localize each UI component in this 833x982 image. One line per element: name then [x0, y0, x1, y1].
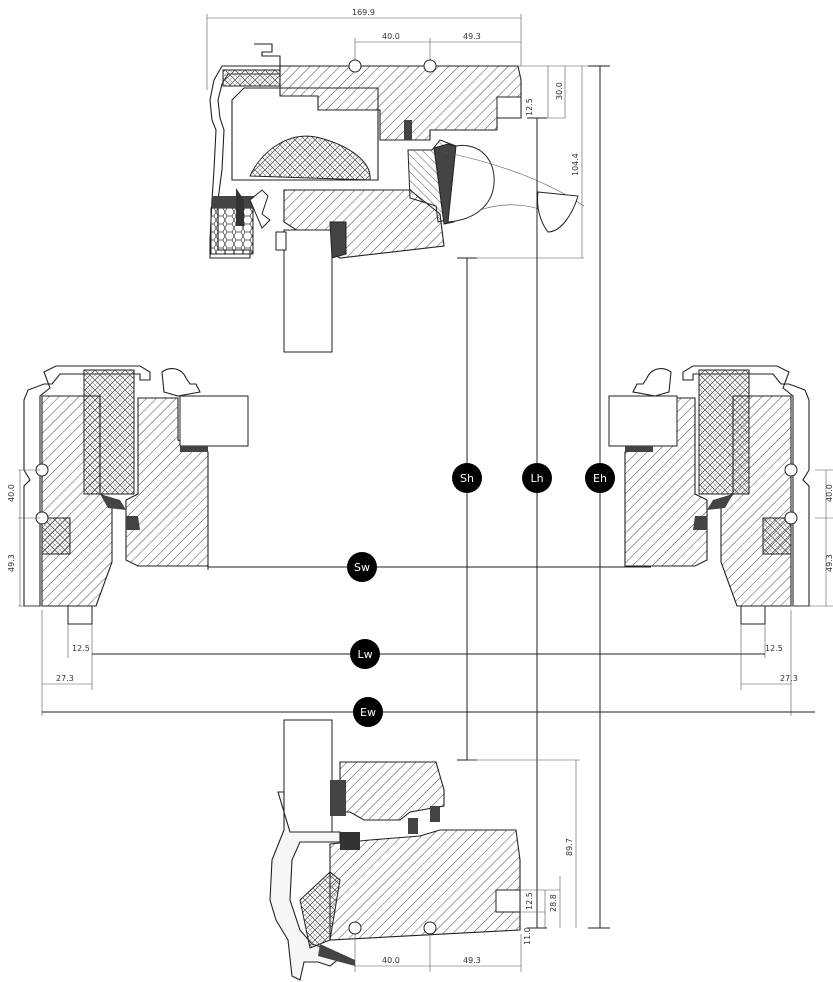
dim-right-49-3: 49.3: [825, 554, 833, 572]
badge-lw: Lw: [350, 639, 380, 669]
dim-bottom-11-0: 11.0: [523, 927, 532, 945]
dim-bottom-28-8: 28.8: [549, 894, 558, 912]
top-section: 169.9 40.0 49.3: [206, 8, 604, 353]
vertical-dimension-lines: [457, 65, 610, 929]
dim-top-left: 40.0: [382, 32, 400, 41]
dim-left-49-3: 49.3: [7, 554, 16, 572]
left-section: 40.0 49.3 12.5 27.3: [7, 365, 249, 716]
dim-top-12-5: 12.5: [525, 98, 534, 116]
dim-right-12-5: 12.5: [765, 644, 783, 653]
badge-ew-label: Ew: [360, 706, 376, 719]
bottom-section: 89.7 12.5 28.8 11.0 40.0 49.3: [269, 719, 580, 981]
dim-top-104-4: 104.4: [571, 153, 580, 176]
badge-sw: Sw: [347, 552, 377, 582]
badge-sw-label: Sw: [354, 561, 370, 574]
dim-left-12-5: 12.5: [72, 644, 90, 653]
horizontal-dimension-lines: [42, 566, 815, 713]
dim-left-27-3: 27.3: [56, 674, 74, 683]
dim-right-40-0: 40.0: [825, 484, 833, 502]
dim-top-total: 169.9: [352, 8, 375, 17]
right-section: 40.0 49.3 12.5 27.3: [608, 365, 833, 716]
dim-bottom-right: 49.3: [463, 956, 481, 965]
badge-lw-label: Lw: [357, 648, 372, 661]
dim-right-27-3: 27.3: [780, 674, 798, 683]
badge-ew: Ew: [353, 697, 383, 727]
badge-lh: Lh: [522, 463, 552, 493]
badge-sh: Sh: [452, 463, 482, 493]
dim-left-40-0: 40.0: [7, 484, 16, 502]
badge-eh: Eh: [585, 463, 615, 493]
badge-eh-label: Eh: [593, 472, 607, 485]
badge-lh-label: Lh: [530, 472, 543, 485]
dim-top-right: 49.3: [463, 32, 481, 41]
badge-sh-label: Sh: [460, 472, 474, 485]
dim-bottom-89-7: 89.7: [565, 838, 574, 856]
dim-top-30-0: 30.0: [555, 82, 564, 100]
dim-bottom-left: 40.0: [382, 956, 400, 965]
dim-bottom-12-5: 12.5: [525, 892, 534, 910]
